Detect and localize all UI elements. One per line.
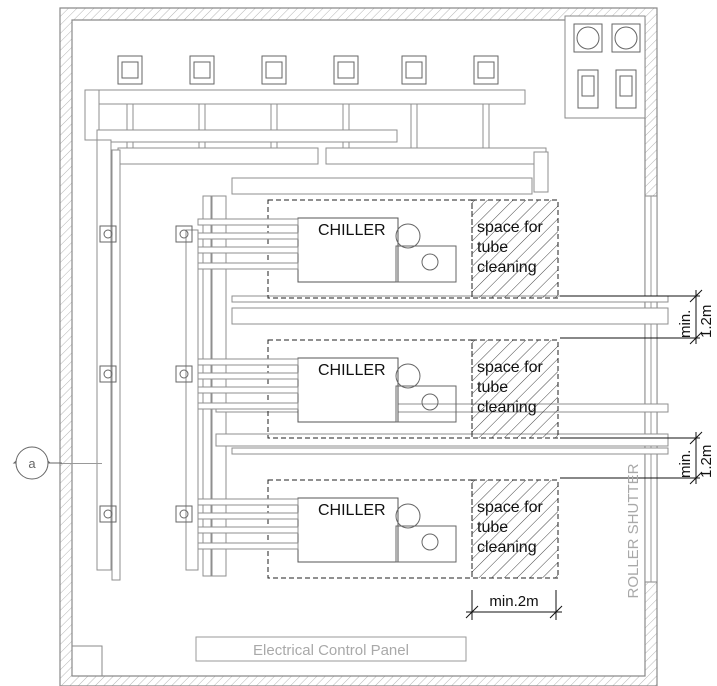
chiller-unit-2: CHILLER space for tube cleaning bbox=[99, 339, 559, 439]
chiller-label: CHILLER bbox=[318, 362, 386, 379]
chiller-label: CHILLER bbox=[318, 222, 386, 239]
pipe-headers bbox=[60, 139, 227, 581]
tube-cleaning-label: cleaning bbox=[477, 259, 537, 276]
electrical-control-panel: Electrical Control Panel bbox=[195, 636, 467, 662]
tube-cleaning-label: tube bbox=[477, 379, 508, 396]
chiller-unit-1: CHILLER space for tube cleaning bbox=[99, 199, 559, 299]
tube-cleaning-label: tube bbox=[477, 239, 508, 256]
dimension-gap-top: min. 1.2m bbox=[560, 289, 715, 345]
tube-cleaning-label: cleaning bbox=[477, 399, 537, 416]
tube-cleaning-label: tube bbox=[477, 519, 508, 536]
gap-top-line1: min. bbox=[677, 310, 694, 338]
dimension-clearance: min.2m bbox=[465, 590, 563, 620]
chiller-label: CHILLER bbox=[318, 502, 386, 519]
gap-top-line2: 1.2m bbox=[698, 305, 715, 338]
room-walls bbox=[59, 7, 658, 686]
clearance-width-label: min.2m bbox=[489, 593, 538, 610]
tube-cleaning-zone bbox=[472, 480, 558, 578]
pump-cabinet bbox=[564, 15, 646, 119]
tube-cleaning-label: cleaning bbox=[477, 539, 537, 556]
tube-cleaning-zone bbox=[472, 200, 558, 298]
pump-row bbox=[84, 55, 549, 195]
tube-cleaning-label: space for bbox=[477, 499, 543, 516]
control-panel-label: Electrical Control Panel bbox=[253, 642, 409, 659]
dimension-gap-bottom: min. 1.2m bbox=[560, 431, 715, 485]
tube-cleaning-zone bbox=[472, 340, 558, 438]
section-marker: a bbox=[12, 446, 62, 480]
chiller-unit-3: CHILLER space for tube cleaning bbox=[99, 479, 559, 579]
tube-cleaning-label: space for bbox=[477, 219, 543, 236]
section-marker-label: a bbox=[28, 456, 36, 471]
tube-cleaning-label: space for bbox=[477, 359, 543, 376]
gap-bottom-line2: 1.2m bbox=[698, 445, 715, 478]
gap-bottom-line1: min. bbox=[677, 450, 694, 478]
roller-shutter-label: ROLLER SHUTTER bbox=[625, 463, 642, 598]
